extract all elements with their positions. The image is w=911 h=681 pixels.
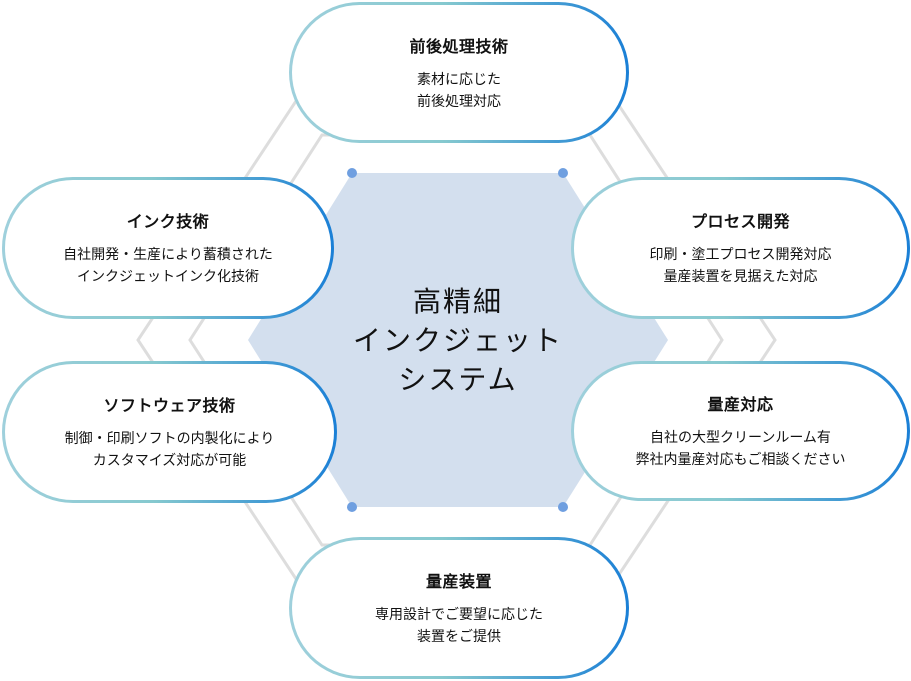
node-desc: インクジェットインク化技術 xyxy=(77,269,259,285)
node-desc: 印刷・塗工プロセス開発対応 xyxy=(649,247,832,263)
dot-bottom-right xyxy=(558,502,568,512)
node-equipment: 量産装置 専用設計でご要望に応じた 装置をご提供 xyxy=(289,537,629,679)
node-title: ソフトウェア技術 xyxy=(103,396,236,415)
center-title: 高精細 インクジェット システム xyxy=(330,282,586,399)
node-desc: 自社の大型クリーンルーム有 xyxy=(650,430,831,446)
node-title: 量産対応 xyxy=(707,395,774,414)
node-process: プロセス開発 印刷・塗工プロセス開発対応 量産装置を見据えた対応 xyxy=(571,177,910,319)
dot-top-right xyxy=(558,168,568,178)
center-hexagon xyxy=(248,173,668,507)
center-line: 高精細 xyxy=(412,285,503,318)
node-desc: 前後処理対応 xyxy=(417,93,501,110)
node-title: 前後処理技術 xyxy=(409,36,509,56)
node-software: ソフトウェア技術 制御・印刷ソフトの内製化により カスタマイズ対応が可能 xyxy=(2,361,337,503)
node-title: 量産装置 xyxy=(425,572,492,591)
node-desc: カスタマイズ対応が可能 xyxy=(92,453,247,469)
node-desc: 自社開発・生産により蓄積された xyxy=(63,247,273,263)
node-desc: 専用設計でご要望に応じた xyxy=(375,607,543,623)
center-line: システム xyxy=(398,363,518,396)
node-desc: 量産装置を見据えた対応 xyxy=(663,269,818,285)
node-desc: 素材に応じた xyxy=(417,71,501,88)
node-desc: 弊社内量産対応もご相談ください xyxy=(635,452,846,468)
node-ink: インク技術 自社開発・生産により蓄積された インクジェットインク化技術 xyxy=(2,177,334,319)
dot-top-left xyxy=(347,168,357,178)
node-desc: 装置をご提供 xyxy=(417,629,501,645)
center-line: インクジェット xyxy=(352,324,563,357)
node-mass-production: 量産対応 自社の大型クリーンルーム有 弊社内量産対応もご相談ください xyxy=(571,361,910,501)
node-title: インク技術 xyxy=(126,212,210,231)
node-pretreatment: 前後処理技術 素材に応じた 前後処理対応 xyxy=(289,2,629,143)
node-title: プロセス開発 xyxy=(690,212,790,231)
dot-bottom-left xyxy=(347,502,357,512)
node-desc: 制御・印刷ソフトの内製化により xyxy=(64,431,275,447)
